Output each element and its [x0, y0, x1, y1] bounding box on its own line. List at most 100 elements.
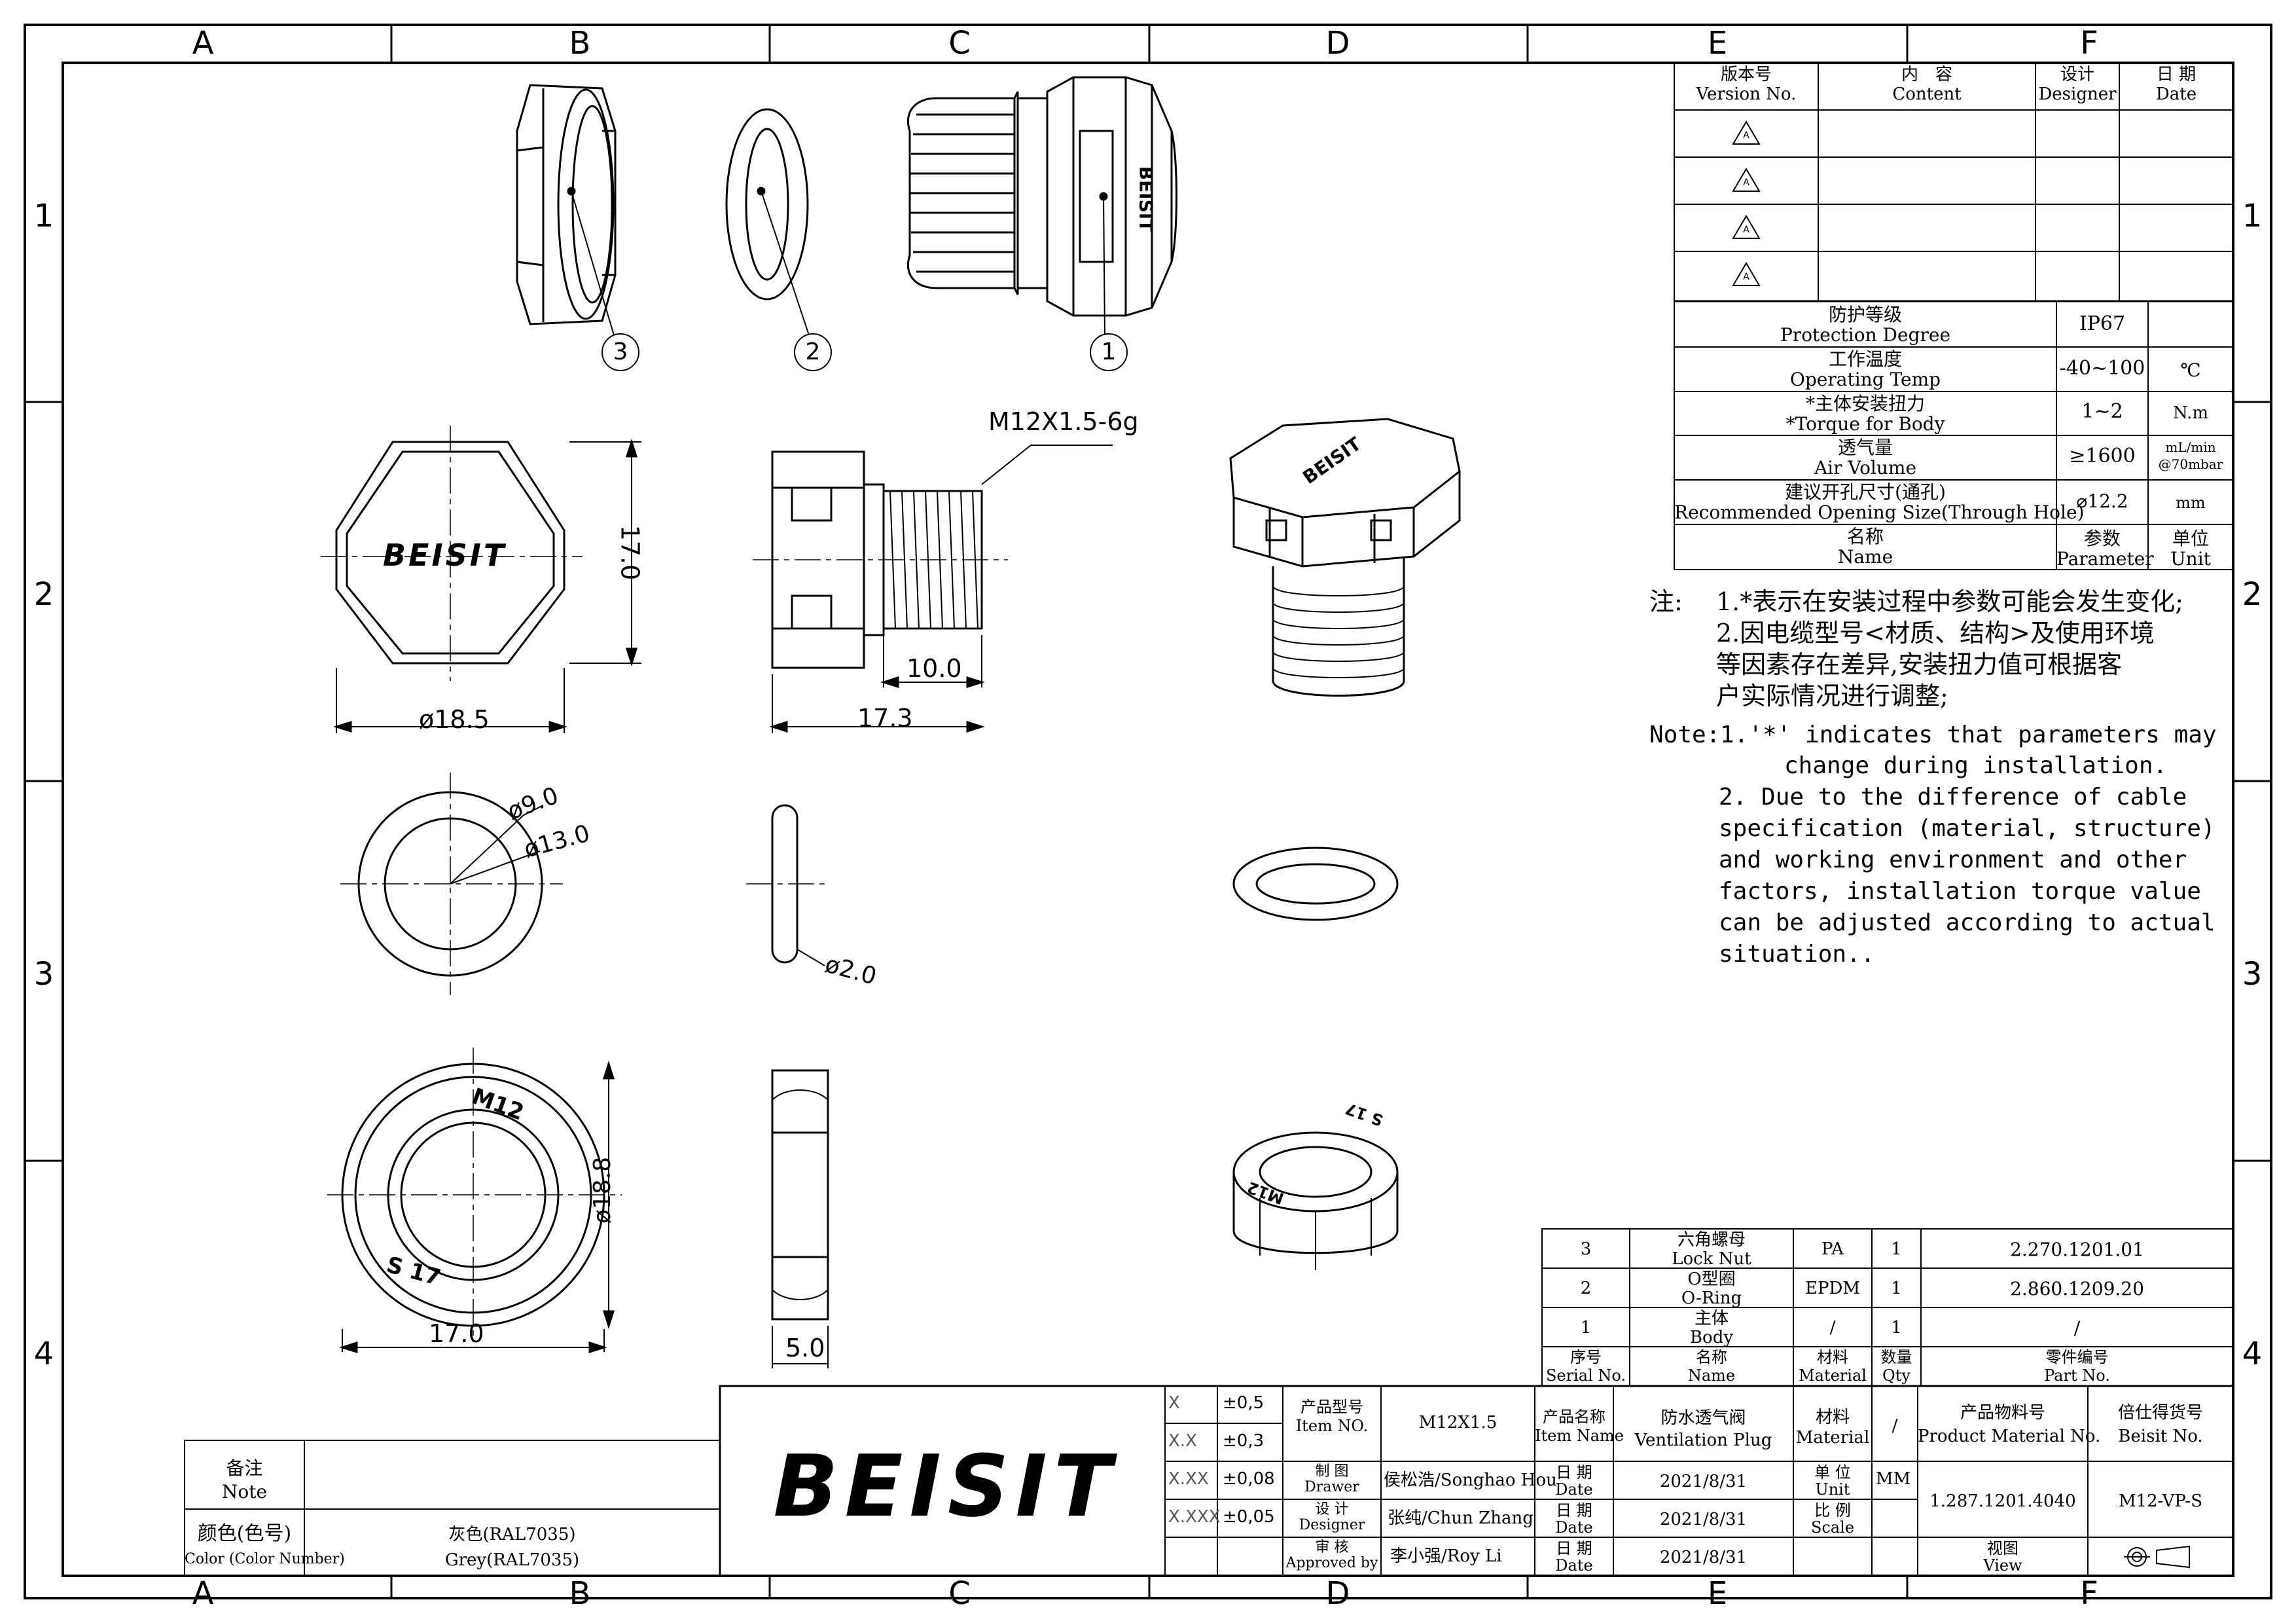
param-torque-label: *主体安装扭力*Torque for Body	[1785, 393, 1945, 435]
revision-table-lines	[1674, 62, 2234, 570]
note-block-lines	[184, 1440, 721, 1577]
row-label-1: 1	[33, 198, 54, 234]
rev-row-4-label: A	[1743, 272, 1749, 282]
param-temp-value: -40~100	[2059, 357, 2145, 380]
o-ring-front-view	[340, 773, 563, 995]
tol-val-1: ±0,5	[1223, 1393, 1265, 1413]
rev-row-2-label: A	[1743, 177, 1749, 188]
tol-val-3: ±0,08	[1223, 1469, 1275, 1489]
notes-cn-1: 1.*表示在安装过程中参数可能会发生变化;	[1716, 587, 2184, 616]
dim-dia-18-8: ø18.8	[589, 1156, 617, 1224]
row-label-4-right: 4	[2242, 1336, 2263, 1372]
col-label-a: A	[192, 25, 214, 62]
row-label-1-right: 1	[2242, 198, 2263, 234]
row-label-4: 4	[33, 1336, 54, 1372]
tol-key-2: X.X	[1168, 1431, 1197, 1451]
col-label-d-bottom: D	[1325, 1575, 1350, 1612]
notes-en-2f: situation..	[1719, 941, 1875, 968]
param-torque-value: 1~2	[2081, 400, 2123, 423]
rev-row-1-label: A	[1743, 130, 1749, 141]
date-value-1: 2021/8/31	[1659, 1472, 1748, 1491]
designer-value: 张纯/Chun Zhang	[1388, 1508, 1534, 1528]
color-label: 颜色(色号)Color (Color Number)	[185, 1522, 345, 1567]
date-value-2: 2021/8/31	[1659, 1510, 1748, 1529]
outer-frame	[24, 24, 2272, 1599]
material-value: /	[1892, 1416, 1898, 1436]
bom-row-1-material: /	[1829, 1318, 1836, 1338]
bom-row-3-part: 2.270.1201.01	[2010, 1239, 2144, 1260]
callout-2	[794, 333, 832, 371]
param-air-value: ≥1600	[2069, 445, 2136, 467]
body-front-view	[321, 426, 641, 733]
notes-en-1a: 1.'*' indicates that parameters may	[1720, 721, 2217, 748]
notes-en-2d: factors, installation torque value	[1719, 878, 2201, 905]
col-label-b-bottom: B	[569, 1575, 591, 1612]
dim-len-17-3: 17.3	[857, 704, 913, 733]
param-torque-unit: N.m	[2172, 403, 2208, 423]
notes-en-2b: specification (material, structure)	[1719, 815, 2215, 842]
param-opening-unit: mm	[2176, 494, 2206, 512]
beisit-no-value: M12-VP-S	[2118, 1491, 2203, 1511]
notes-cn-2a: 2.因电缆型号<材质、结构>及使用环境	[1716, 619, 2155, 647]
col-label-b: B	[569, 25, 591, 62]
bom-row-2-no: 2	[1580, 1279, 1592, 1298]
tol-key-3: X.XX	[1168, 1469, 1209, 1489]
bom-row-1-no: 1	[1580, 1318, 1592, 1338]
param-opening-value: ⌀12.2	[2076, 490, 2128, 512]
col-label-c-bottom: C	[948, 1575, 971, 1612]
o-ring-iso-view	[725, 108, 809, 301]
row-label-2-right: 2	[2242, 576, 2263, 613]
tol-key-1: X	[1168, 1393, 1180, 1413]
unit-value: MM	[1876, 1469, 1911, 1489]
param-air-unit: mL/min@70mbar	[2158, 439, 2223, 472]
body-iso-view	[906, 76, 1177, 317]
bom-row-2-qty: 1	[1891, 1279, 1902, 1298]
dim-len-10: 10.0	[906, 654, 962, 683]
dim-thick-5: 5.0	[785, 1334, 825, 1362]
drawer-value: 侯松浩/Songhao Hou	[1384, 1470, 1557, 1490]
row-label-3: 3	[33, 956, 54, 993]
notes-en-1b: change during installation.	[1784, 752, 2168, 779]
bom-row-2-part: 2.860.1209.20	[2010, 1278, 2144, 1300]
col-label-c: C	[948, 25, 971, 62]
lock-nut-iso-view-2	[1232, 1131, 1399, 1270]
col-label-f: F	[2080, 25, 2098, 62]
lock-nut-front-view	[327, 1048, 622, 1354]
bom-row-3-material: PA	[1821, 1239, 1844, 1259]
body-iso-view-2	[1229, 418, 1461, 697]
notes-en-2a: 2. Due to the difference of cable	[1719, 784, 2187, 811]
rev-row-3-label: A	[1743, 225, 1749, 235]
callout-leaders	[571, 191, 1128, 371]
projection-symbol-icon	[2124, 1545, 2190, 1569]
param-protection-value: IP67	[2079, 312, 2126, 335]
row-label-3-right: 3	[2242, 956, 2263, 993]
col-label-f-bottom: F	[2080, 1575, 2098, 1612]
callout-number-3: 3	[613, 338, 628, 365]
param-opening-label: 建议开孔尺寸(通孔)Recommended Opening Size(Throu…	[1674, 481, 2085, 523]
tol-key-4: X.XXX	[1168, 1507, 1221, 1527]
bom-row-3-no: 3	[1580, 1239, 1592, 1259]
lock-nut-side-view	[771, 1069, 829, 1368]
bom-row-1-part: /	[2073, 1317, 2081, 1339]
